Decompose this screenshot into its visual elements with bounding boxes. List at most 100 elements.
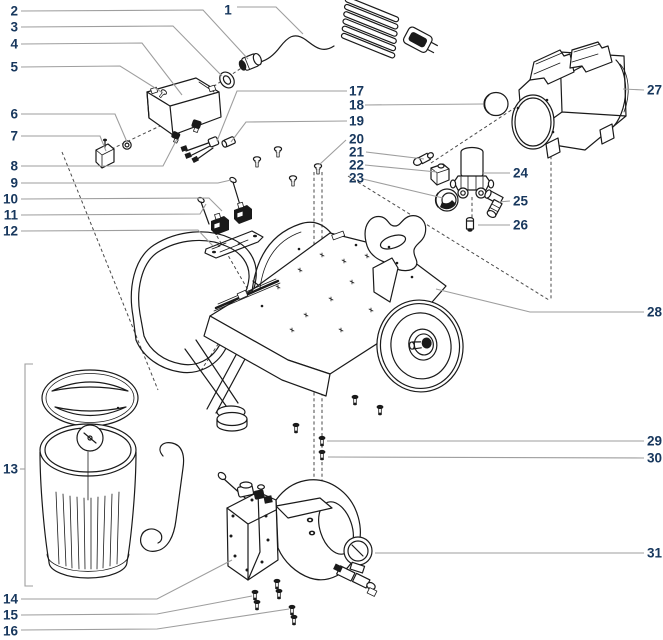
cart-frame-art	[130, 215, 464, 432]
callout-leader-23	[362, 178, 444, 199]
motor-boss-right	[569, 41, 613, 73]
callout-number-13: 13	[3, 462, 19, 477]
callout-number-9: 9	[10, 176, 18, 191]
rubber-foot	[216, 405, 248, 432]
hopper-bucket	[39, 423, 137, 579]
callout-leader-17	[216, 90, 347, 142]
deck-screws	[252, 146, 323, 187]
pump-manifold	[236, 481, 273, 504]
callout-leader-22	[364, 164, 438, 173]
hopper-lid	[41, 369, 139, 427]
fitting-26	[465, 217, 475, 232]
terminal-connector-art	[221, 136, 236, 148]
callout-number-25: 25	[513, 194, 529, 209]
callout-number-3: 3	[10, 20, 18, 35]
callout-number-1: 1	[224, 3, 232, 18]
pump-block-right	[234, 201, 252, 224]
callout-leader-5	[20, 65, 164, 94]
callout-leader-19	[230, 120, 348, 143]
wheel-bracket	[372, 257, 399, 303]
callout-leader-21	[365, 151, 425, 160]
mount-bracket-art	[204, 230, 264, 259]
switch-art	[95, 138, 115, 169]
callout-leader-27	[622, 88, 645, 91]
bottom-fasteners	[251, 578, 298, 626]
pump-block-left	[211, 212, 229, 235]
pump-art	[217, 471, 378, 597]
wheel-art	[376, 299, 464, 393]
callout-number-21: 21	[349, 145, 365, 160]
knob-23	[434, 188, 459, 212]
under-deck-screws	[292, 394, 384, 461]
callout-number-18: 18	[349, 98, 365, 113]
callout-leader-3	[20, 25, 223, 77]
callout-leader-25	[498, 200, 511, 203]
valve-block-cluster-art	[197, 176, 264, 259]
callout-leader-10	[20, 197, 223, 212]
callout-leader-2	[20, 9, 249, 60]
callout-number-5: 5	[10, 60, 18, 75]
fitting-21	[412, 152, 434, 166]
callout-number-19: 19	[349, 114, 364, 129]
callout-number-15: 15	[3, 608, 19, 623]
callout-leader-11	[20, 203, 207, 216]
callout-number-12: 12	[3, 224, 18, 239]
callout-leader-1	[237, 6, 304, 35]
hopper-art	[39, 369, 185, 579]
callout-number-7: 7	[10, 129, 18, 144]
callout-leader-9	[21, 179, 232, 184]
motor-boss-left	[529, 49, 575, 85]
callout-leader-18	[364, 103, 484, 106]
cord-grommet	[219, 71, 235, 89]
callout-number-22: 22	[349, 158, 364, 173]
callout-number-20: 20	[349, 132, 364, 147]
elbow-25	[484, 189, 504, 219]
pressure-gauge-art	[333, 536, 378, 597]
valve-cluster-art	[412, 146, 504, 232]
callout-leader-15	[20, 595, 253, 616]
hopper-hook	[140, 442, 185, 552]
callout-leader-8	[21, 138, 178, 167]
power-cord-art	[219, 0, 438, 89]
callout-number-24: 24	[513, 166, 529, 181]
callout-number-23: 23	[349, 171, 365, 186]
washer-art	[122, 140, 132, 150]
callout-number-4: 4	[10, 37, 18, 52]
control-box-art	[146, 77, 222, 144]
callout-leader-14	[21, 559, 233, 600]
callout-number-27: 27	[647, 83, 662, 98]
callout-leader-28	[435, 288, 644, 313]
wire-harness-art	[180, 136, 220, 164]
callout-leader-13	[24, 363, 33, 587]
callout-number-16: 16	[3, 624, 19, 639]
callout-leader-7	[21, 135, 107, 152]
block-22	[430, 163, 450, 186]
callout-number-8: 8	[10, 159, 18, 174]
callout-leader-4	[20, 42, 183, 96]
callout-number-30: 30	[647, 451, 662, 466]
callout-number-26: 26	[513, 218, 529, 233]
bucket-ribs	[55, 491, 120, 570]
callout-number-28: 28	[647, 305, 663, 320]
callout-leader-20	[318, 139, 347, 166]
valve-24	[449, 146, 495, 199]
cord-connector	[238, 52, 262, 71]
motor-cap-art	[483, 91, 509, 117]
callout-leader-12	[20, 229, 214, 247]
callout-leader-6	[21, 113, 128, 143]
pump-face-bolts	[229, 498, 270, 572]
callout-number-14: 14	[3, 592, 19, 607]
power-plug	[402, 26, 438, 54]
callout-number-17: 17	[349, 84, 364, 99]
callout-leader-16	[20, 608, 290, 631]
callout-number-31: 31	[647, 546, 663, 561]
callout-number-11: 11	[4, 208, 19, 223]
callout-number-6: 6	[10, 107, 18, 122]
callout-number-10: 10	[3, 192, 18, 207]
callout-number-2: 2	[10, 4, 18, 19]
deck-rivets	[260, 243, 414, 308]
callout-leader-30	[327, 456, 645, 459]
